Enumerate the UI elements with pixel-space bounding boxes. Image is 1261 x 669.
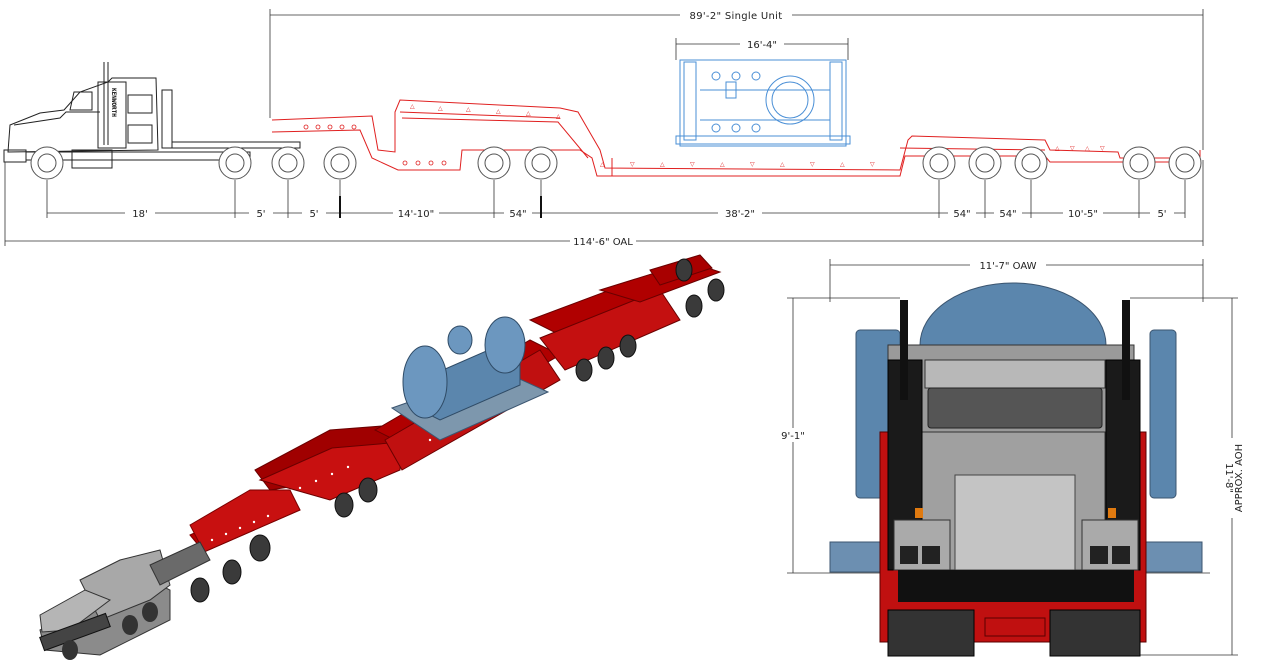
segment-4-label: 14'-10" xyxy=(398,209,434,220)
svg-text:△: △ xyxy=(496,108,501,115)
svg-text:△: △ xyxy=(600,161,605,168)
svg-text:△: △ xyxy=(660,161,665,168)
side-elevation: 89'-2" Single Unit 16'-4" KENWORTH xyxy=(3,8,1204,248)
svg-text:▽: ▽ xyxy=(870,161,875,168)
front-view: 11'-7" OAW 9'-1" 11'-8" APPROX. AOH xyxy=(780,258,1254,657)
segment-2-label: 5' xyxy=(256,209,265,220)
svg-text:△: △ xyxy=(466,106,471,113)
overall-height-label: 11'-8" xyxy=(1223,463,1234,493)
svg-text:▽: ▽ xyxy=(750,161,755,168)
front-truck xyxy=(879,300,1147,657)
svg-text:△: △ xyxy=(720,161,725,168)
oaw-label: 11'-7" OAW xyxy=(979,261,1036,272)
svg-text:▽: ▽ xyxy=(1070,145,1075,152)
trailer-triangle-marks: △ △ △ △ △ △ △ ▽ △ ▽ △ ▽ △ ▽ △ ▽ △ ▽ △ ▽ xyxy=(410,103,1105,168)
single-unit-dimension: 89'-2" Single Unit xyxy=(269,8,1204,150)
overall-height-dimension: 11'-8" APPROX. AOH xyxy=(1130,297,1254,656)
svg-text:△: △ xyxy=(526,110,531,117)
svg-text:▽: ▽ xyxy=(690,161,695,168)
iso-cargo xyxy=(390,316,550,441)
cargo-length-dimension: 16'-4" xyxy=(675,37,849,60)
svg-text:△: △ xyxy=(780,161,785,168)
svg-text:▽: ▽ xyxy=(1100,145,1105,152)
segment-6-label: 38'-2" xyxy=(725,209,755,220)
svg-text:△: △ xyxy=(438,105,443,112)
oaw-dimension: 11'-7" OAW xyxy=(829,258,1204,302)
kenworth-badge: KENWORTH xyxy=(110,88,117,117)
svg-text:△: △ xyxy=(556,113,561,120)
segment-9-label: 10'-5" xyxy=(1068,209,1098,220)
cargo-height-label: 9'-1" xyxy=(781,431,805,442)
overall-length-dimension: 114'-6" OAL xyxy=(4,160,1204,248)
svg-text:△: △ xyxy=(410,103,415,110)
tractor-side: KENWORTH xyxy=(3,62,301,169)
aoh-label: APPROX. AOH xyxy=(1234,444,1245,512)
overall-length-label: 114'-6" OAL xyxy=(573,237,633,248)
segment-1-label: 18' xyxy=(132,209,147,220)
segment-10-label: 5' xyxy=(1157,209,1166,220)
segment-8-label: 54" xyxy=(999,209,1016,220)
isometric-view xyxy=(39,254,725,660)
svg-text:▽: ▽ xyxy=(810,161,815,168)
cargo-side-outline xyxy=(675,59,851,147)
trailer-side-outline xyxy=(271,99,1201,177)
single-unit-label: 89'-2" Single Unit xyxy=(690,11,783,22)
segment-7-label: 54" xyxy=(953,209,970,220)
svg-text:△: △ xyxy=(840,161,845,168)
segment-3-label: 5' xyxy=(309,209,318,220)
cargo-length-label: 16'-4" xyxy=(747,40,777,51)
svg-text:△: △ xyxy=(1085,145,1090,152)
axle-spacing-dimensions: 18' 5' 5' 14'-10" 54" 38'-2" 54" 54" 10'… xyxy=(46,180,1186,220)
segment-5-label: 54" xyxy=(509,209,526,220)
iso-tractor xyxy=(39,541,211,660)
side-wheels xyxy=(30,146,1202,180)
svg-text:△: △ xyxy=(1055,145,1060,152)
svg-text:▽: ▽ xyxy=(630,161,635,168)
iso-wheels xyxy=(190,258,725,603)
trailer-rivets xyxy=(303,124,447,166)
